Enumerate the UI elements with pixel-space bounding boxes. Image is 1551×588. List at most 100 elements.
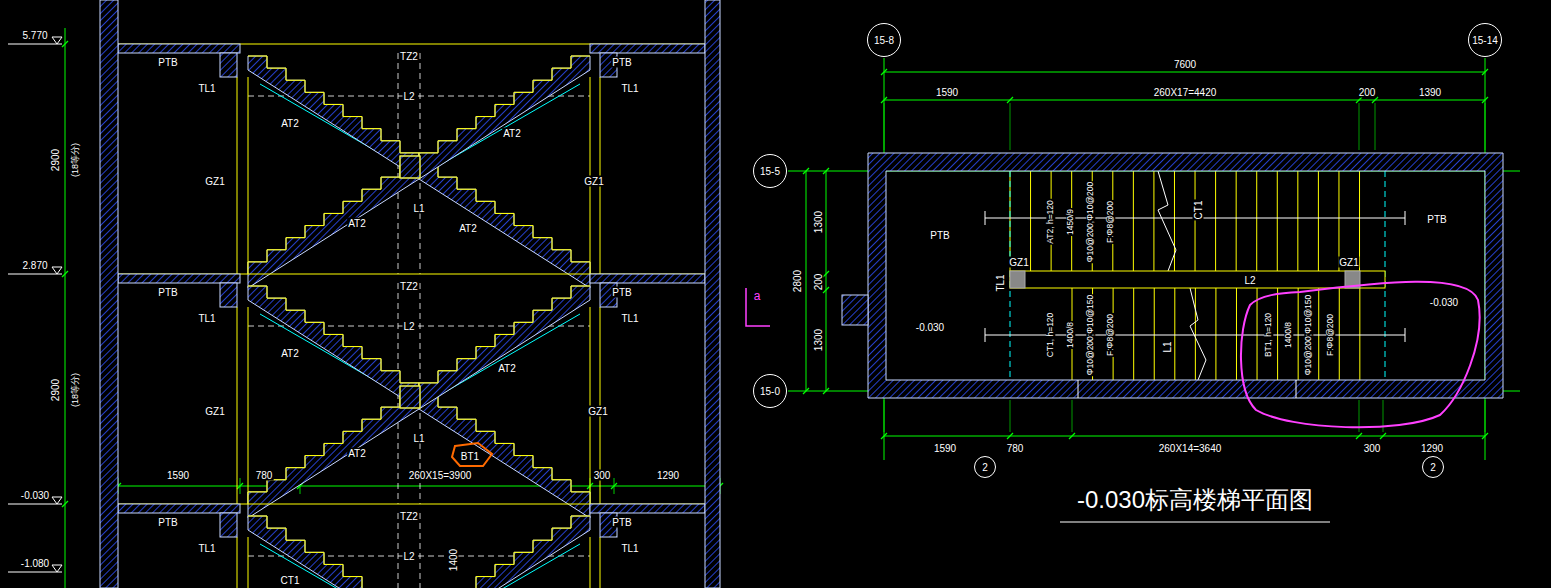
stair-steps [248, 516, 419, 588]
column-line [237, 77, 238, 274]
section-mark [746, 288, 770, 326]
tread-line [1277, 288, 1278, 380]
beam-L1 [400, 386, 420, 408]
annotation-mark [452, 443, 492, 466]
cad-label: PTB [1426, 214, 1447, 225]
stair-flight [419, 286, 590, 409]
column-line [237, 307, 238, 504]
stair-flight [248, 56, 419, 179]
tread-line [1236, 171, 1237, 271]
grid-number: 15-8 [874, 35, 894, 46]
cad-label: 2900 [50, 148, 61, 172]
column-line [248, 77, 249, 274]
grid-bubble: 15-5 [753, 154, 787, 188]
break-line [1190, 288, 1206, 380]
dimension-tick [62, 41, 68, 47]
stair-flight [419, 395, 590, 518]
cad-label: Φ10@200;Φ10@200 [1086, 181, 1095, 263]
tread-line [1298, 288, 1299, 380]
dimension-tick [1372, 97, 1378, 103]
cad-label: AT2 [502, 128, 522, 139]
cad-label: AT2 [458, 223, 478, 234]
stair-steps [248, 286, 419, 395]
tread-line [1215, 171, 1216, 271]
dimension-line [884, 72, 1485, 73]
tread-line [1153, 171, 1154, 271]
title-underline [1060, 521, 1330, 522]
dimension-line [826, 171, 827, 391]
tread-line [1215, 288, 1216, 380]
cad-label: BT1 [460, 451, 480, 462]
cad-label: TL1 [995, 273, 1006, 292]
cad-label: PTB [929, 230, 950, 241]
cad-label: 1450/9 [1066, 208, 1075, 236]
dimension-tick [1007, 433, 1013, 439]
cad-label: 300 [1363, 443, 1382, 454]
cad-label: 2800 [792, 269, 803, 293]
cad-label: CT1 [280, 575, 301, 586]
cad-label: GZ1 [1338, 257, 1359, 268]
wall-plan [842, 295, 868, 325]
cad-label: TL1 [197, 543, 216, 554]
dimension-tick [881, 97, 887, 103]
stair-flight [248, 516, 419, 588]
cad-label: PTB [611, 287, 632, 298]
elevation-mark [52, 565, 62, 572]
tread-line [1154, 288, 1155, 380]
cad-label: CT1 [1193, 200, 1204, 221]
grid-bubble: 2 [974, 456, 996, 478]
door-mark [1296, 380, 1297, 398]
tread-line [1133, 288, 1134, 380]
cad-label: PTB [157, 287, 178, 298]
grid-number: 15-5 [760, 166, 780, 177]
cad-label: AT2 [347, 448, 367, 459]
dimension-tick [1356, 97, 1362, 103]
cad-label: 1390 [1418, 87, 1442, 98]
section-cut [985, 211, 986, 225]
cad-label: TL1 [620, 543, 639, 554]
tread-line [1277, 171, 1278, 271]
cad-label: TZ2 [399, 51, 419, 62]
wall-plan [868, 153, 1503, 398]
wall-section [100, 0, 118, 588]
dimension-tick [803, 168, 809, 174]
elevation-mark [52, 267, 62, 274]
grid-number: 2 [982, 462, 988, 473]
cad-label: L1 [412, 203, 425, 214]
extension-line [1010, 103, 1011, 150]
stair-flight [248, 165, 419, 288]
dimension-tick [1482, 97, 1488, 103]
tread-line [1359, 288, 1360, 380]
tread-line [1030, 171, 1031, 271]
cad-label: 7600 [1173, 59, 1197, 70]
cad-label: Φ10@200;Φ10@150 [1086, 294, 1095, 376]
dimension-tick [823, 271, 829, 277]
drawing-title: -0.030标高楼梯平面图 [1077, 484, 1313, 516]
dimension-tick [881, 433, 887, 439]
cad-label: L2 [1243, 275, 1256, 286]
tread-line [1297, 171, 1298, 271]
cad-label: 300 [593, 470, 612, 481]
cad-label: AT2 [280, 118, 300, 129]
stair-steps [248, 395, 419, 504]
cad-label: 1290 [656, 470, 680, 481]
cad-label: TZ2 [399, 511, 419, 522]
cad-label: 2.870 [21, 260, 48, 271]
elevation-mark [52, 37, 62, 44]
dimension-tick [1356, 433, 1362, 439]
section-cut [1405, 211, 1406, 225]
stair-steps [419, 286, 590, 395]
dimension-tick [1380, 433, 1386, 439]
extension-line [1485, 400, 1486, 432]
dimension-tick [1482, 69, 1488, 75]
tread-line [1318, 288, 1319, 380]
dimension-line [105, 486, 720, 487]
cad-label: -0.030 [1429, 297, 1459, 308]
dimension-tick [823, 287, 829, 293]
cad-label: F:Φ8@200 [1326, 313, 1335, 357]
cad-label: 1300 [813, 210, 824, 234]
cad-label: TL1 [620, 83, 639, 94]
cad-label: 200 [1358, 87, 1377, 98]
landing-slab [118, 274, 240, 283]
